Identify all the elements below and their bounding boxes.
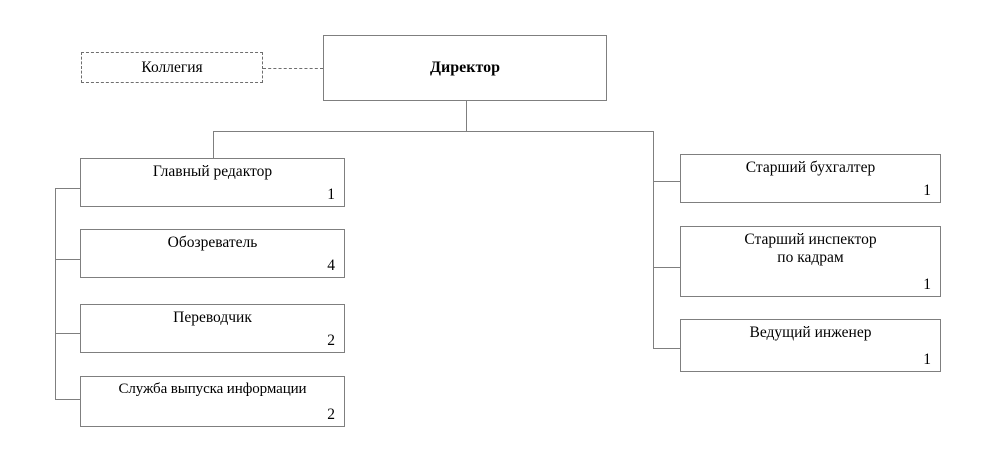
connector-director-stem (466, 101, 467, 131)
connector-main-bus (213, 131, 654, 132)
node-vedushchiy-inzhener[interactable]: Ведущий инженер 1 (680, 319, 941, 372)
node-starshiy-buhgalter-label: Старший бухгалтер (745, 159, 876, 176)
node-starshiy-buhgalter-count: 1 (923, 181, 931, 199)
node-glavny-redaktor-count: 1 (327, 185, 335, 203)
connector-right-spine (653, 131, 654, 349)
node-perevodchik-label: Переводчик (173, 309, 252, 326)
node-perevodchik-count: 2 (327, 331, 335, 349)
connector-right-stub-2 (653, 267, 681, 268)
node-obozrevatel-count: 4 (327, 256, 335, 274)
node-starshiy-inspektor-po-kadram-count: 1 (923, 275, 931, 293)
node-vedushchiy-inzhener-label: Ведущий инженер (749, 324, 872, 341)
connector-left-stub-4 (55, 399, 81, 400)
node-sluzhba-vypuska-informatsii-label: Служба выпуска информации (118, 381, 307, 397)
node-kollegiya-label: Коллегия (141, 58, 203, 76)
node-perevodchik[interactable]: Переводчик 2 (80, 304, 345, 353)
connector-left-stub-1 (55, 188, 81, 189)
node-glavny-redaktor[interactable]: Главный редактор 1 (80, 158, 345, 207)
connector-bus-left-drop (213, 131, 214, 159)
node-obozrevatel-label: Обозреватель (167, 234, 258, 251)
node-director-label: Директор (430, 59, 500, 77)
node-starshiy-buhgalter[interactable]: Старший бухгалтер 1 (680, 154, 941, 203)
node-glavny-redaktor-label: Главный редактор (152, 163, 273, 180)
node-sluzhba-vypuska-informatsii[interactable]: Служба выпуска информации 2 (80, 376, 345, 427)
connector-right-stub-1 (653, 181, 681, 182)
connector-right-stub-3 (653, 348, 681, 349)
node-vedushchiy-inzhener-count: 1 (923, 350, 931, 368)
node-starshiy-inspektor-po-kadram[interactable]: Старший инспектор по кадрам 1 (680, 226, 941, 297)
connector-left-stub-2 (55, 259, 81, 260)
node-director[interactable]: Директор (323, 35, 607, 101)
node-starshiy-inspektor-po-kadram-label: Старший инспектор по кадрам (744, 231, 877, 267)
connector-left-stub-3 (55, 333, 81, 334)
node-obozrevatel[interactable]: Обозреватель 4 (80, 229, 345, 278)
node-sluzhba-vypuska-informatsii-count: 2 (327, 405, 335, 423)
connector-kollegiya-director (263, 68, 323, 69)
node-kollegiya[interactable]: Коллегия (81, 52, 263, 83)
connector-left-spine (55, 188, 56, 399)
